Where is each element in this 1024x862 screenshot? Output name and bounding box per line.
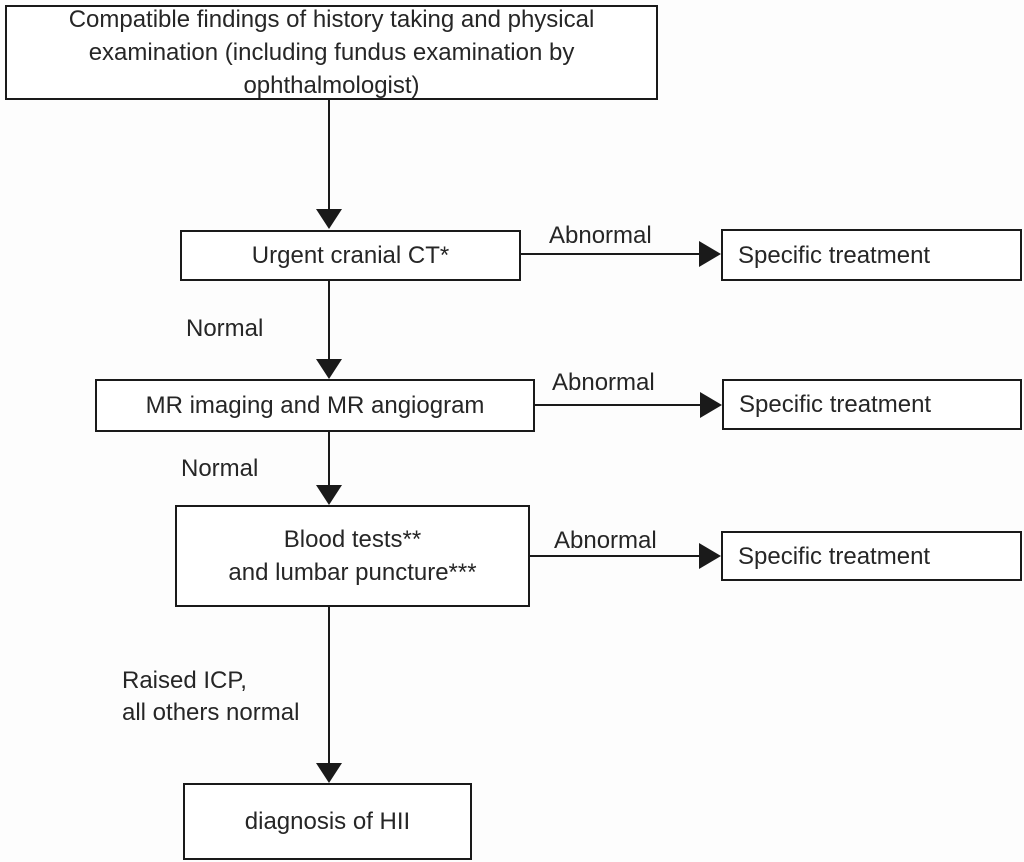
node-specific-treatment-2-label: Specific treatment — [739, 391, 932, 418]
node-blood-tests-line-1: Blood tests** — [283, 526, 422, 553]
node-urgent-cranial-ct-label: Urgent cranial CT* — [251, 242, 450, 269]
edge-label-abnormal-2: Abnormal — [552, 369, 655, 396]
arrow-blood-to-diagnosis-line — [328, 607, 330, 764]
arrow-blood-to-treatment-line — [530, 555, 699, 557]
edge-label-abnormal-1: Abnormal — [549, 222, 652, 249]
node-mr-imaging-label: MR imaging and MR angiogram — [145, 392, 485, 419]
node-mr-imaging: MR imaging and MR angiogram — [95, 379, 535, 432]
arrow-down-icon — [316, 209, 342, 229]
node-diagnosis-hii: diagnosis of HII — [183, 783, 472, 860]
edge-label-normal-1: Normal — [186, 315, 264, 342]
arrow-start-to-ct-line — [328, 100, 330, 210]
edge-label-raised-icp: Raised ICP, all others normal — [122, 665, 299, 729]
node-start-findings: Compatible findings of history taking an… — [5, 5, 658, 100]
node-specific-treatment-3-label: Specific treatment — [738, 542, 931, 570]
arrow-ct-to-mr-line — [328, 281, 330, 360]
node-start-line-1: Compatible findings of history taking an… — [68, 6, 595, 33]
node-diagnosis-hii-label: diagnosis of HII — [244, 808, 411, 835]
arrow-right-icon — [700, 392, 722, 418]
arrow-ct-to-treatment-line — [521, 253, 699, 255]
node-blood-tests-line-2: and lumbar puncture*** — [228, 559, 477, 586]
edge-label-abnormal-3: Abnormal — [554, 527, 657, 554]
arrow-mr-to-treatment-line — [535, 404, 700, 406]
node-start-line-2: examination (including fundus examinatio… — [88, 39, 575, 66]
node-specific-treatment-3: Specific treatment — [721, 531, 1022, 581]
node-specific-treatment-1: Specific treatment — [721, 229, 1022, 281]
edge-label-normal-2: Normal — [181, 455, 259, 482]
edge-label-raised-icp-line-1: Raised ICP, — [122, 667, 247, 694]
arrow-right-icon — [699, 543, 721, 569]
arrow-down-icon — [316, 485, 342, 505]
edge-label-raised-icp-line-2: all others normal — [122, 699, 300, 726]
node-blood-tests-lumbar-puncture: Blood tests** and lumbar puncture*** — [175, 505, 530, 607]
arrow-mr-to-blood-line — [328, 432, 330, 486]
node-specific-treatment-2: Specific treatment — [722, 379, 1022, 430]
arrow-right-icon — [699, 241, 721, 267]
node-start-line-3: ophthalmologist) — [243, 72, 420, 99]
arrow-down-icon — [316, 359, 342, 379]
node-specific-treatment-1-label: Specific treatment — [738, 241, 931, 269]
node-urgent-cranial-ct: Urgent cranial CT* — [180, 230, 521, 281]
arrow-down-icon — [316, 763, 342, 783]
